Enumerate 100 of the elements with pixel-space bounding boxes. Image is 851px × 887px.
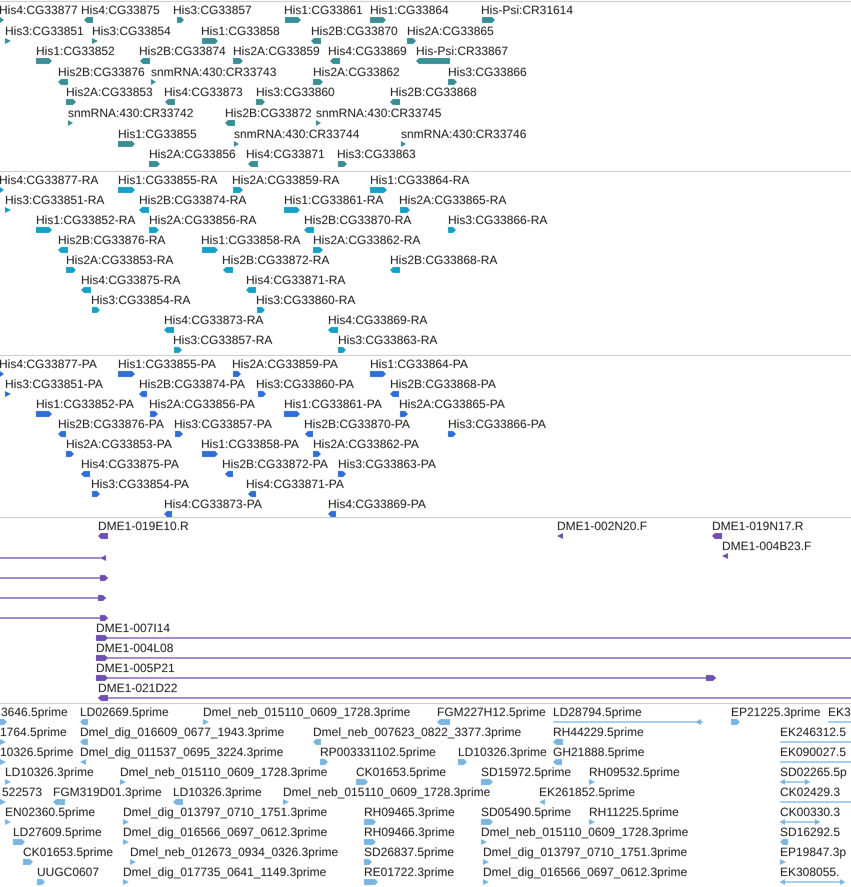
feature-label: His2B:CG33870-PA xyxy=(304,417,410,431)
feature-label: DME1-002N20.F xyxy=(557,519,648,533)
feature-label: EP21225.3prime xyxy=(731,705,820,719)
feature-label: EP19847.3p xyxy=(780,845,846,859)
feature-label: His3:CG33854 xyxy=(92,24,171,38)
feature-label: His2A:CG33865-PA xyxy=(399,397,505,411)
feature-label: RH09465.3prime xyxy=(364,805,455,819)
feature-label: His-Psi:CR33867 xyxy=(416,44,508,58)
feature-label: His3:CG33863-RA xyxy=(338,333,438,347)
feature-label: EK246312.5 xyxy=(780,725,846,739)
feature-label: snmRNA:430:CR33743 xyxy=(151,65,276,79)
feature-label: RH11225.5prime xyxy=(589,805,679,819)
feature-label: His2A:CG33853 xyxy=(66,85,153,99)
feature-label: LD28794.5prime xyxy=(553,705,642,719)
feature-label: His1:CG33861-RA xyxy=(284,193,384,207)
feature-label: His1:CG33855 xyxy=(118,127,197,141)
feature-label: His2B:CG33876 xyxy=(58,65,145,79)
feature-label: His1:CG33861 xyxy=(284,3,363,17)
feature-label: snmRNA:430:CR33742 xyxy=(68,106,194,120)
feature-label: His2A:CG33865 xyxy=(407,24,494,38)
feature-label: His4:CG33871-RA xyxy=(246,273,346,287)
feature-label: His2A:CG33859 xyxy=(233,44,320,58)
feature-label: SD16292.5 xyxy=(780,825,840,839)
feature-label: His3:CG33860-PA xyxy=(256,377,354,391)
feature-label: snmRNA:430:CR33746 xyxy=(401,127,526,141)
feature-label: DME1-021D22 xyxy=(98,681,178,695)
feature-label: DME1-004B23.F xyxy=(722,539,812,553)
feature-label: Dmel_dig_013797_0710_1751.3prime xyxy=(123,805,328,819)
feature-label: His2B:CG33872-PA xyxy=(222,457,328,471)
feature-label: CK01653.5prime xyxy=(23,845,114,859)
feature-label: His2A:CG33856 xyxy=(149,147,236,161)
feature-label: LD10326.3prime xyxy=(458,745,547,759)
feature-label: His4:CG33877-PA xyxy=(0,357,97,371)
feature-label: His3:CG33854-PA xyxy=(91,477,189,491)
feature-label: SD26837.5prime xyxy=(364,845,454,859)
feature-label: DME1-005P21 xyxy=(96,661,175,675)
feature-label: His4:CG33877-RA xyxy=(0,173,98,187)
feature-label: His4:CG33877 xyxy=(0,3,78,17)
feature-label: His1:CG33864 xyxy=(370,3,449,17)
feature-label: His2A:CG33862-RA xyxy=(313,233,420,247)
feature-label: His4:CG33873 xyxy=(164,85,243,99)
feature-label: His4:CG33869 xyxy=(328,44,407,58)
feature-label: His2B:CG33868 xyxy=(390,85,477,99)
feature-label: His3:CG33866-RA xyxy=(448,213,548,227)
feature-label: Dmel_dig_016566_0697_0612.3prime xyxy=(483,865,688,879)
feature-label: RH09466.3prime xyxy=(364,825,455,839)
feature-label: His2A:CG33856-RA xyxy=(149,213,256,227)
feature-label: His4:CG33873-PA xyxy=(164,497,262,511)
feature-label: RH09532.5prime xyxy=(589,765,680,779)
feature-label: His3:CG33866 xyxy=(448,65,527,79)
feature-label: His2B:CG33874-PA xyxy=(139,377,245,391)
feature-label: CK00330.3 xyxy=(780,805,840,819)
feature-label: His2B:CG33870-RA xyxy=(304,213,412,227)
feature-label: His1:CG33864-RA xyxy=(370,173,470,187)
feature-label: GH21888.5prime xyxy=(553,745,644,759)
feature-label: His2B:CG33874-RA xyxy=(139,193,246,207)
feature-label: 3646.5prime xyxy=(1,705,68,719)
feature-label: His2B:CG33876-PA xyxy=(58,417,164,431)
feature-label: His3:CG33866-PA xyxy=(448,417,546,431)
feature-label: His4:CG33871 xyxy=(246,147,325,161)
feature-label: CK01653.5prime xyxy=(356,765,446,779)
feature-label: His2B:CG33870 xyxy=(311,24,398,38)
feature-label: His3:CG33851-RA xyxy=(5,193,104,207)
feature-label: FGM319D01.3prime xyxy=(53,785,162,799)
feature-label: His1:CG33858 xyxy=(201,24,280,38)
feature-label: His1:CG33858-RA xyxy=(201,233,300,247)
feature-label: His1:CG33864-PA xyxy=(370,357,468,371)
feature-label: His3:CG33851-PA xyxy=(5,377,103,391)
feature-label: His2B:CG33868-PA xyxy=(390,377,496,391)
feature-label: His2A:CG33859-PA xyxy=(232,357,338,371)
feature-label: Dmel_dig_016609_0677_1943.3prime xyxy=(80,725,284,739)
feature-label: His2B:CG33872 xyxy=(225,106,312,120)
feature-label: His1:CG33852 xyxy=(36,44,115,58)
feature-label: His1:CG33855-RA xyxy=(118,173,218,187)
feature-label: 10326.5prime xyxy=(0,745,74,759)
feature-label: His2A:CG33853-PA xyxy=(66,437,172,451)
feature-label: His4:CG33873-RA xyxy=(164,313,264,327)
feature-label: Dmel_neb_007623_0822_3377.3prime xyxy=(313,725,522,739)
feature-label: His2A:CG33853-RA xyxy=(66,253,174,267)
feature-label: His1:CG33852-RA xyxy=(36,213,136,227)
feature-label: His1:CG33855-PA xyxy=(118,357,216,371)
feature-label: His-Psi:CR31614 xyxy=(481,3,574,17)
feature-label: His3:CG33857-RA xyxy=(173,333,272,347)
feature-label: His4:CG33875-PA xyxy=(81,457,179,471)
feature-label: Dmel_neb_015110_0609_1728.3prime xyxy=(120,765,328,779)
feature-label: His2A:CG33865-RA xyxy=(399,193,506,207)
feature-label: His2B:CG33872-RA xyxy=(222,253,330,267)
feature-label: LD27609.5prime xyxy=(13,825,102,839)
feature-label: DME1-004L08 xyxy=(96,641,174,655)
feature-label: RE01722.3prime xyxy=(364,865,454,879)
feature-label: Dmel_dig_016566_0697_0612.3prime xyxy=(123,825,328,839)
feature-label: His4:CG33869-RA xyxy=(328,313,428,327)
feature-label: UUGC0607 xyxy=(37,865,100,879)
feature-label: His2A:CG33862-PA xyxy=(313,437,419,451)
feature-label: His1:CG33852-PA xyxy=(36,397,134,411)
feature-label: EK308055. xyxy=(780,865,840,879)
feature-label: RH44229.5prime xyxy=(553,725,644,739)
feature-label: His3:CG33857-PA xyxy=(174,417,272,431)
feature-label: Dmel_neb_012673_0934_0326.3prime xyxy=(130,845,338,859)
feature-label: His4:CG33869-PA xyxy=(328,497,426,511)
